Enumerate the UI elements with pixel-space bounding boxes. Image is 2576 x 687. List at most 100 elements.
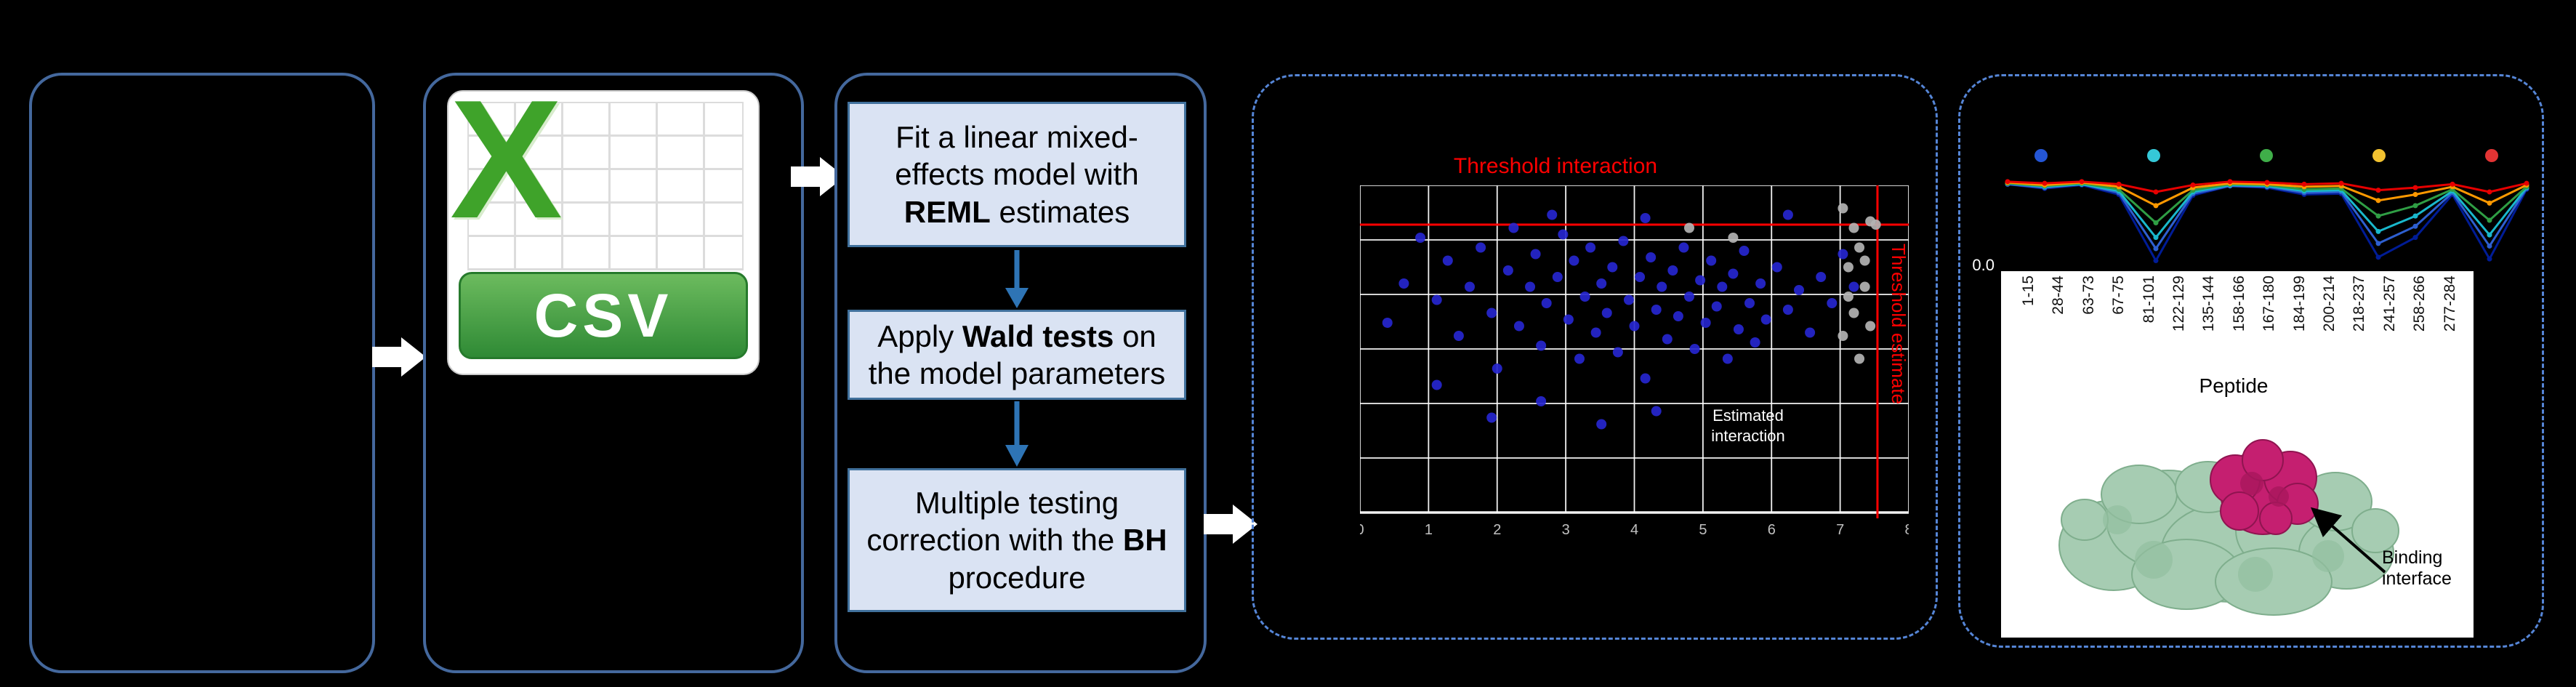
down-arrow-1-icon <box>1005 250 1029 308</box>
data-point <box>1854 242 1865 253</box>
data-point <box>1782 305 1793 315</box>
pipeline-step-wald-text: Apply Wald tests on the model parameters <box>868 318 1166 390</box>
line-marker <box>2412 203 2418 209</box>
data-point <box>1838 203 1848 214</box>
line-marker <box>2412 223 2418 229</box>
binding-interface-region <box>2210 439 2319 535</box>
legend-dot <box>2372 149 2386 162</box>
peptide-tick-label: 167-180 <box>2261 276 2278 332</box>
data-point <box>1859 255 1870 266</box>
data-point <box>1569 255 1579 266</box>
pipeline-step-wald: Apply Wald tests on the model parameters <box>848 310 1186 400</box>
line-marker <box>2487 243 2492 249</box>
data-point <box>1618 236 1629 246</box>
line-marker <box>2487 256 2492 262</box>
line-marker <box>2487 217 2492 223</box>
line-marker <box>2153 246 2159 252</box>
x-tick-label: 1 <box>1425 522 1433 538</box>
input-panel <box>29 73 375 673</box>
x-tick-label: 5 <box>1699 522 1707 538</box>
data-point <box>1794 285 1804 295</box>
data-point <box>1744 298 1755 308</box>
line-marker <box>2487 189 2492 195</box>
data-point <box>1848 281 1859 292</box>
pipeline-step-bh: Multiple testing correction with the BH … <box>848 468 1186 612</box>
flow-arrow-3-icon <box>1204 505 1257 544</box>
data-point <box>1486 412 1497 423</box>
line-marker <box>2375 254 2381 260</box>
data-point <box>1870 220 1881 230</box>
pipeline-step-reml-text: Fit a linear mixed-effects model with RE… <box>895 120 1139 229</box>
data-point <box>1640 373 1651 384</box>
line-marker <box>2412 213 2418 219</box>
data-point <box>1513 321 1524 332</box>
data-point <box>1574 353 1585 364</box>
data-point <box>1607 262 1618 273</box>
data-point <box>1827 298 1838 308</box>
data-point <box>1859 281 1870 292</box>
line-marker <box>2153 203 2159 209</box>
protein-structure <box>2058 439 2399 616</box>
data-point <box>1684 222 1694 233</box>
data-point <box>1689 344 1700 354</box>
excel-x-icon: X <box>450 65 563 254</box>
data-point <box>1442 255 1453 266</box>
data-point <box>1805 327 1816 338</box>
data-point <box>1492 363 1502 374</box>
data-point <box>1590 327 1601 338</box>
data-point <box>1848 308 1859 318</box>
line-marker <box>2375 241 2381 246</box>
data-point <box>1525 281 1536 292</box>
peptide-axis-label: Peptide <box>2199 374 2269 397</box>
data-point <box>1558 229 1569 240</box>
data-point <box>1667 265 1678 276</box>
spreadsheet-grid-icon <box>467 102 744 270</box>
data-point <box>1739 246 1750 256</box>
results-panel <box>1958 74 2544 648</box>
line-marker <box>2487 200 2492 206</box>
data-point <box>1382 318 1393 328</box>
data-point <box>1673 311 1683 321</box>
line-marker <box>2412 192 2418 198</box>
x-tick-label: 7 <box>1836 522 1844 538</box>
line-marker <box>2005 179 2011 185</box>
data-point <box>1760 314 1771 325</box>
peptide-tick-label: 200-214 <box>2321 276 2338 332</box>
peptide-tick-label: 241-257 <box>2380 276 2398 332</box>
down-arrow-2-icon <box>1005 401 1029 467</box>
data-point <box>1536 396 1547 406</box>
data-point <box>1465 281 1475 292</box>
data-point <box>1838 249 1848 260</box>
line-marker <box>2153 235 2159 241</box>
csv-file-icon: X CSV <box>447 65 760 375</box>
peptide-line-chart <box>2005 149 2529 264</box>
data-point <box>1711 301 1722 312</box>
data-point <box>1629 321 1640 332</box>
data-point <box>1750 337 1760 347</box>
data-point <box>1431 294 1442 305</box>
x-tick-label: 4 <box>1630 522 1638 538</box>
legend-dot <box>2034 149 2048 162</box>
line-marker <box>2116 181 2122 187</box>
pipeline-step-bh-text: Multiple testing correction with the BH … <box>866 486 1167 595</box>
data-point <box>1782 209 1793 220</box>
peptide-tick-label: 63-73 <box>2080 276 2097 315</box>
data-point <box>1717 281 1728 292</box>
data-point <box>1601 308 1612 318</box>
y-axis-tick: 0.0 <box>1972 256 1995 274</box>
peptide-tick-label: 67-75 <box>2110 276 2128 315</box>
peptide-tick-label: 81-101 <box>2140 276 2157 324</box>
line-marker <box>2375 228 2381 234</box>
threshold-plot-panel <box>1252 74 1938 640</box>
data-point <box>1838 331 1848 341</box>
x-tick-label: 3 <box>1562 522 1570 538</box>
x-tick-label: 8 <box>1904 522 1909 538</box>
data-point <box>1431 379 1442 390</box>
line-marker <box>2264 180 2270 185</box>
line-marker <box>2042 180 2048 186</box>
data-point <box>1596 419 1607 430</box>
data-point <box>1623 294 1634 305</box>
data-point <box>1563 314 1574 325</box>
legend-dot <box>2147 149 2160 162</box>
